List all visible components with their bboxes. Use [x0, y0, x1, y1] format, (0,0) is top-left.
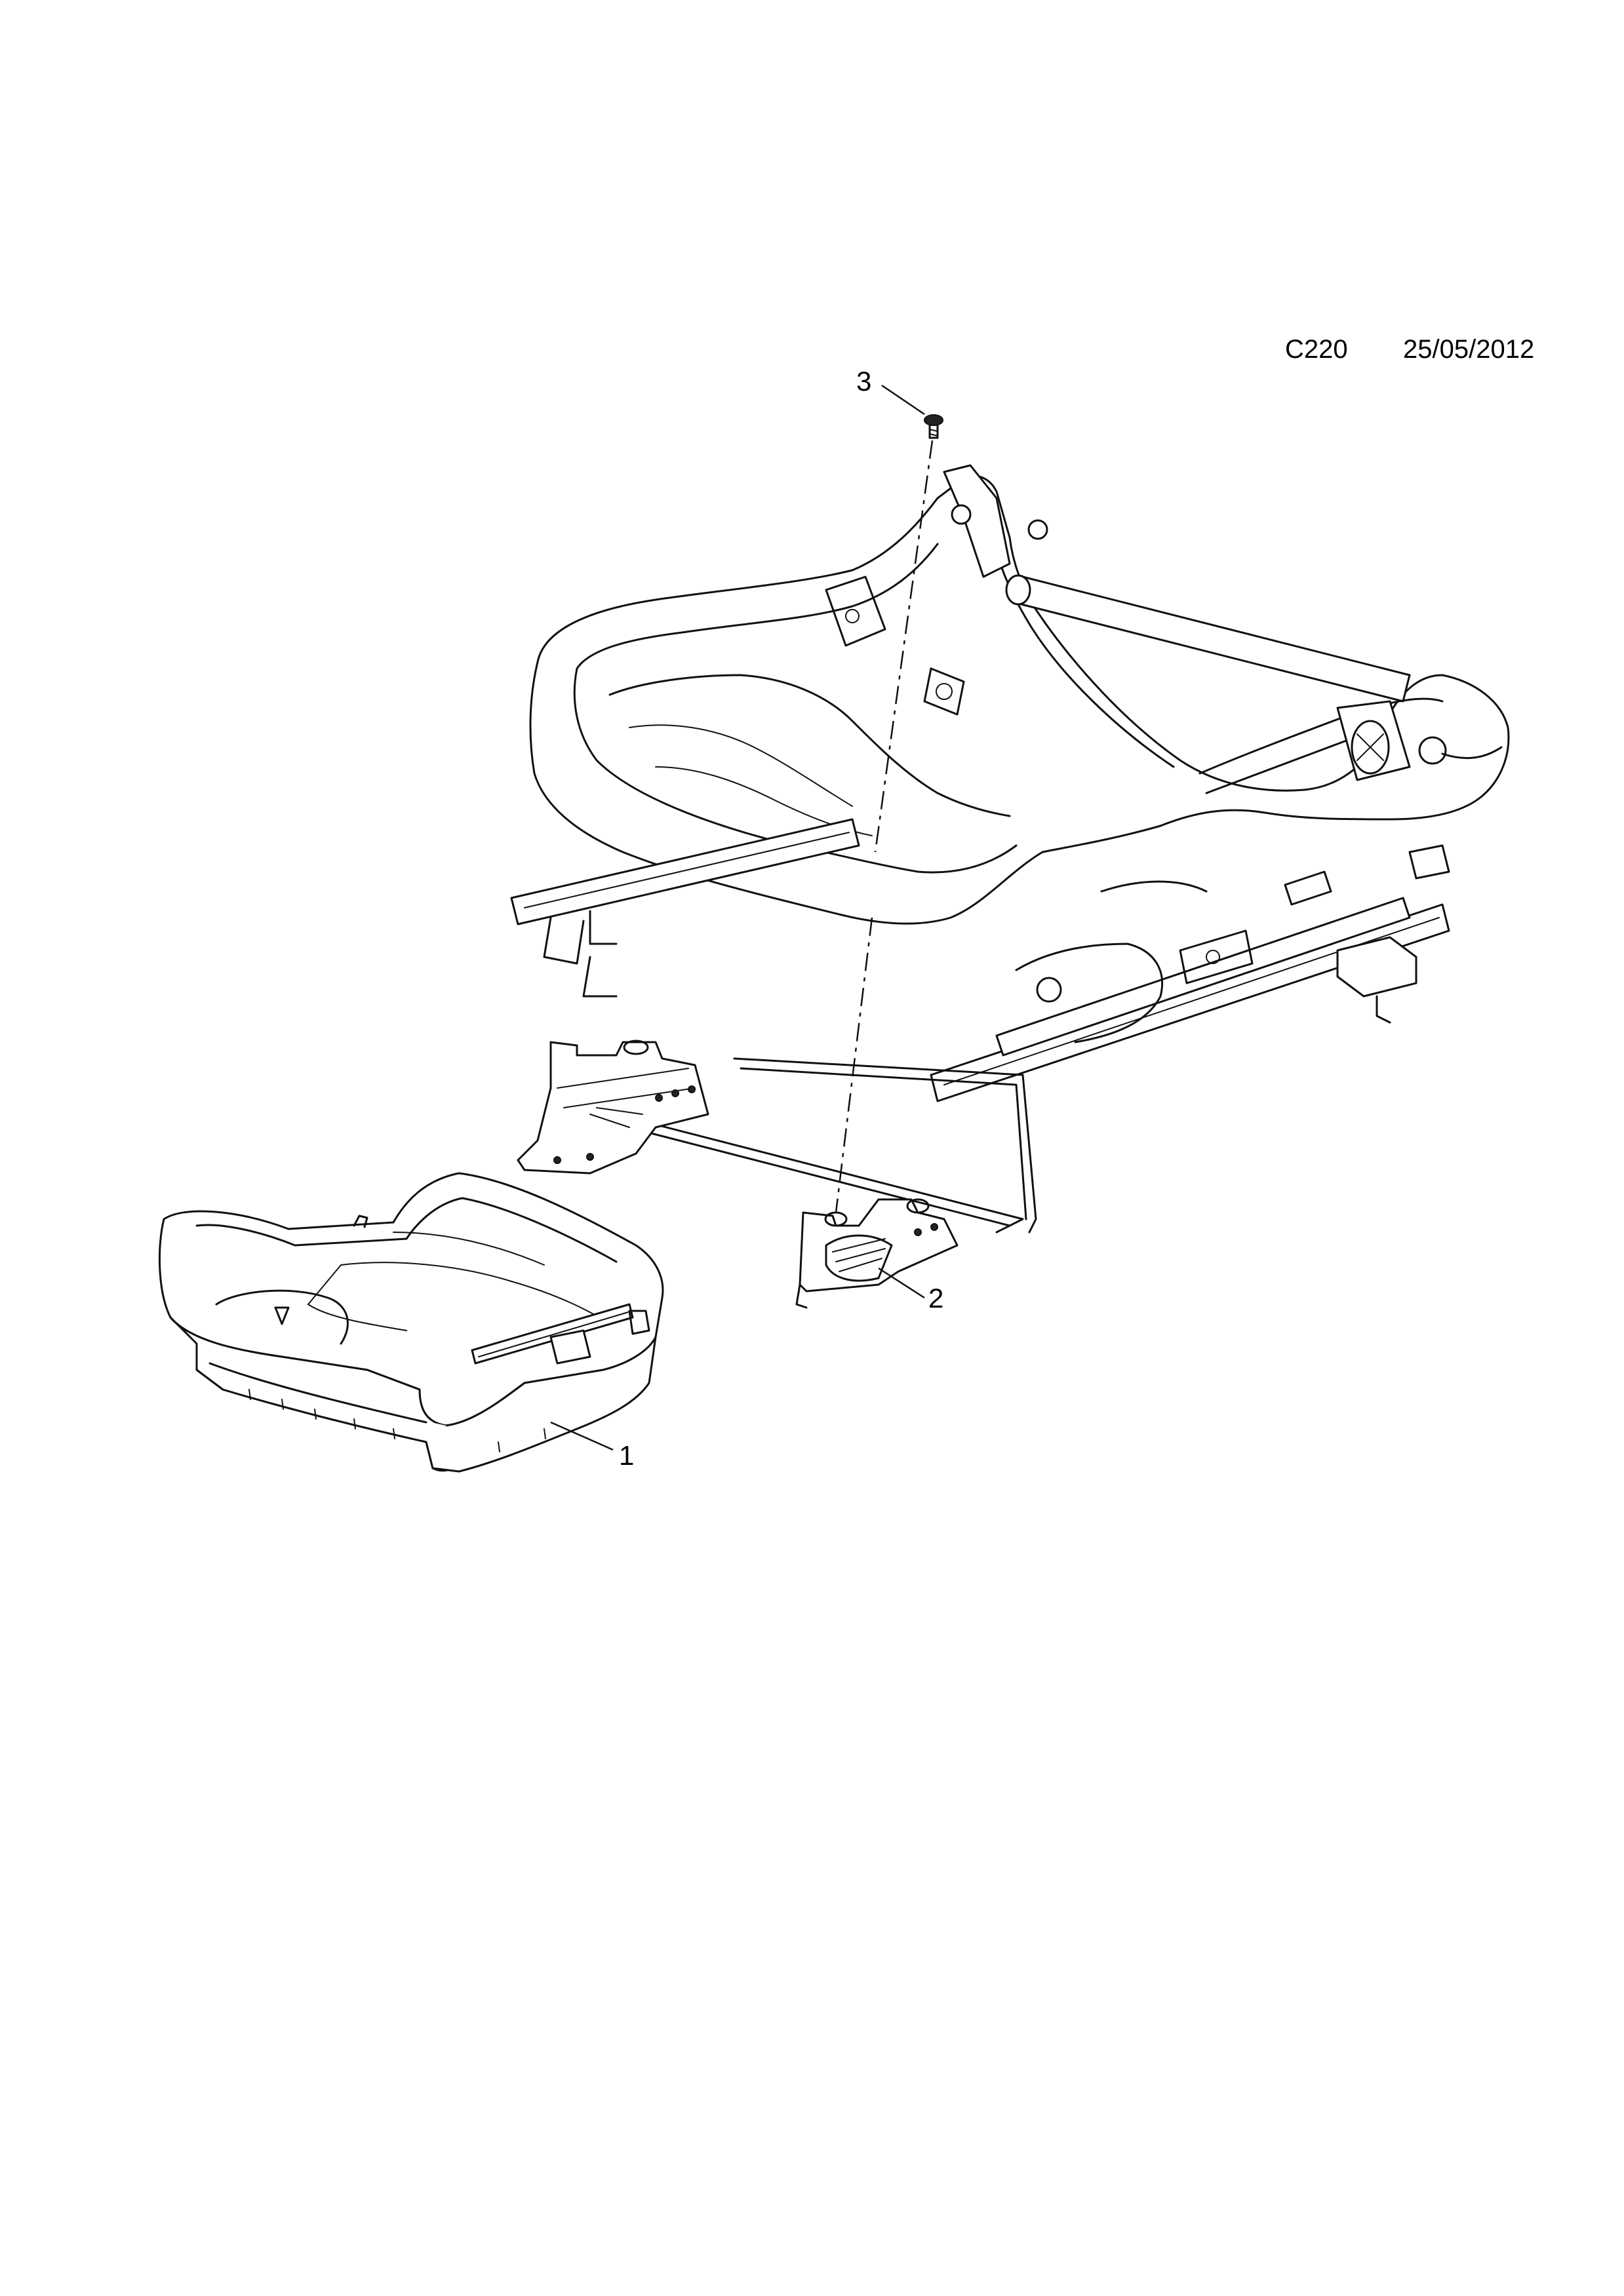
diagram-code: C220 — [1285, 335, 1348, 364]
callout-number-2: 2 — [928, 1283, 944, 1313]
assembly-line-frame-to-bracket — [835, 917, 873, 1213]
part-3-bolt — [924, 414, 943, 439]
part-2-cushion-support-frame — [517, 1040, 1037, 1309]
leader-line-3 — [881, 384, 925, 416]
leader-line-1 — [550, 1421, 614, 1451]
assembly-line-bolt-to-frame — [874, 440, 934, 853]
leader-line-2 — [878, 1267, 925, 1299]
callout-number-1: 1 — [619, 1440, 635, 1471]
part-1-seat-cushion-pan — [158, 1172, 664, 1473]
diagram-date: 25/05/2012 — [1403, 335, 1535, 364]
seat-frame-assembly — [510, 464, 1510, 1102]
callout-number-3: 3 — [856, 366, 872, 397]
